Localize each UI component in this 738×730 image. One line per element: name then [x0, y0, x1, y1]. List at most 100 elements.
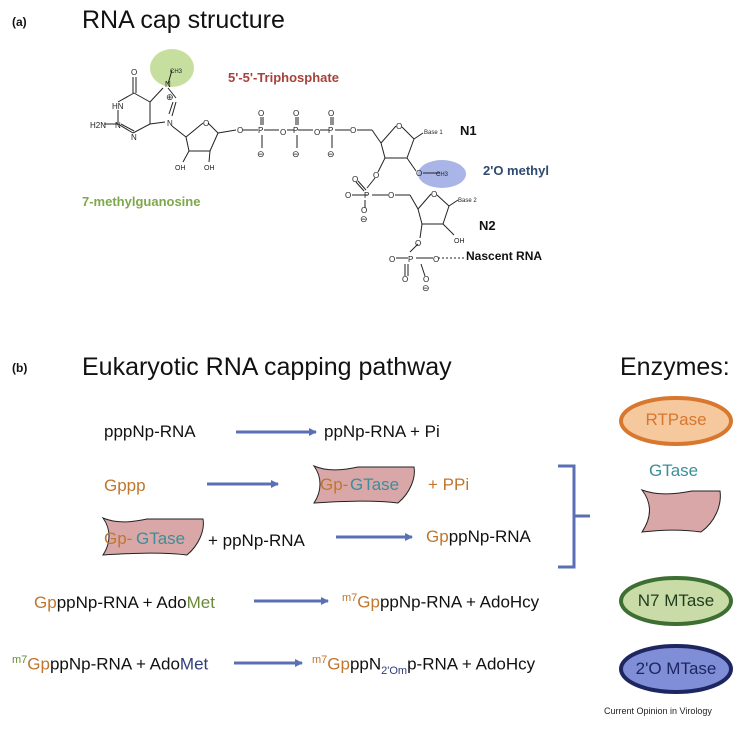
svg-text:O: O	[373, 171, 379, 180]
svg-text:N: N	[115, 121, 121, 130]
svg-text:N: N	[165, 80, 171, 89]
2o-mtase-label: 2'O MTase	[635, 659, 717, 678]
ribose-3	[409, 193, 459, 253]
ribose-1	[182, 122, 237, 163]
row3-product-rest: ppNp-RNA	[448, 527, 531, 546]
svg-text:O: O	[131, 68, 137, 77]
row5-product-rest: p-RNA + AdoHcy	[407, 654, 536, 674]
row4-product: m7GpppNp-RNA + AdoHcy	[342, 593, 539, 611]
rtpase-label: RTPase	[645, 410, 707, 429]
gtase-shape-row2	[312, 464, 415, 504]
nascent-rna-bonds	[396, 257, 464, 277]
svg-text:O: O	[431, 190, 437, 199]
row2-ppi: + PPi	[428, 475, 470, 494]
svg-text:Base 1: Base 1	[424, 130, 443, 136]
row3-product-gp: Gp	[426, 527, 449, 546]
gtase-enzyme-label: GTase	[649, 461, 699, 480]
svg-text:Base 2: Base 2	[458, 198, 477, 204]
row5-mid: ppNp-RNA + Ado	[49, 654, 180, 674]
svg-text:O: O	[280, 128, 286, 137]
row4-mid: ppNp-RNA + Ado	[56, 593, 187, 612]
gtase-shape-row3	[101, 516, 204, 556]
gtase-bracket	[558, 464, 590, 569]
svg-text:O: O	[352, 175, 358, 184]
n1-label: N1	[460, 123, 477, 138]
svg-text:N: N	[167, 119, 173, 128]
triphosphate-label: 5'-5'-Triphosphate	[228, 70, 339, 85]
svg-text:P: P	[293, 126, 298, 135]
svg-text:O: O	[433, 255, 439, 264]
row5-product-ppn: ppN	[349, 654, 382, 674]
svg-text:P: P	[258, 126, 263, 135]
n7-mtase-label: N7 MTase	[637, 591, 715, 610]
n7-mtase-enzyme-shape	[619, 576, 733, 626]
svg-text:O: O	[388, 191, 394, 200]
row1-substrate: pppNp-RNA	[104, 422, 196, 441]
svg-text:O: O	[423, 275, 429, 284]
row5-met: Met	[179, 654, 209, 674]
row3-gp: Gp-	[104, 529, 133, 548]
svg-text:P: P	[364, 191, 369, 200]
row2-substrate: Gppp	[104, 476, 146, 495]
svg-text:O: O	[350, 126, 356, 135]
atom-labels: O HN H2N N N N CH3 ⊕ N O OH OH O P O ⊖ O…	[90, 68, 477, 293]
svg-text:⊕: ⊕	[166, 92, 174, 102]
svg-text:CH3: CH3	[436, 172, 449, 178]
row3-gtase: GTase	[136, 529, 186, 548]
2o-methyl-highlight-circle	[418, 160, 466, 188]
svg-text:O: O	[416, 169, 422, 178]
row5-m7-superscript: m7	[12, 654, 28, 666]
svg-text:OH: OH	[204, 165, 215, 172]
ribose-2	[366, 125, 440, 189]
svg-text:O: O	[293, 109, 299, 118]
svg-text:O: O	[203, 119, 209, 128]
row2-gtase: GTase	[350, 475, 400, 494]
svg-text:HN: HN	[112, 102, 124, 111]
row5-product-gp: Gp	[327, 654, 350, 674]
gtase-enzyme-shape	[640, 488, 721, 533]
2o-methyl-label: 2'O methyl	[483, 163, 549, 178]
panel-b-label: (b)	[12, 361, 28, 375]
enzymes-header: Enzymes:	[620, 353, 730, 381]
svg-text:P: P	[328, 126, 333, 135]
row5-product: m7GpppN2'Omp-RNA + AdoHcy	[312, 655, 535, 677]
svg-text:H2N: H2N	[90, 121, 106, 130]
panel-a-label: (a)	[12, 15, 27, 29]
row4-met: Met	[186, 593, 215, 612]
svg-text:⊖: ⊖	[327, 149, 335, 159]
guanine-bonds	[104, 69, 187, 138]
svg-text:⊖: ⊖	[257, 149, 265, 159]
triphosphate-bonds	[243, 117, 372, 148]
svg-text:O: O	[328, 109, 334, 118]
svg-text:O: O	[389, 255, 395, 264]
nascent-rna-label: Nascent RNA	[466, 249, 543, 263]
credit-label: Current Opinion in Virology	[604, 706, 712, 716]
svg-text:O: O	[415, 239, 421, 248]
row1-product: ppNp-RNA + Pi	[324, 422, 440, 441]
rtpase-enzyme-shape	[619, 396, 733, 446]
svg-text:O: O	[396, 122, 402, 131]
panel-b-title: Eukaryotic RNA capping pathway	[82, 353, 452, 381]
svg-text:O: O	[258, 109, 264, 118]
svg-text:P: P	[408, 255, 413, 264]
svg-text:O: O	[402, 275, 408, 284]
svg-text:O: O	[314, 128, 320, 137]
svg-text:⊖: ⊖	[360, 214, 368, 224]
methylguanosine-label: 7-methylguanosine	[82, 194, 201, 209]
svg-text:OH: OH	[175, 165, 186, 172]
phosphate-link-bonds	[352, 180, 410, 208]
row4-product-rest: ppNp-RNA + AdoHcy	[379, 592, 540, 612]
row4-gp: Gp	[34, 593, 57, 612]
panel-a-title: RNA cap structure	[82, 6, 285, 34]
row5-2om-subscript: 2'Om	[381, 665, 408, 678]
row4-product-gp: Gp	[357, 592, 380, 612]
rna-cap-structure: O HN H2N N N N CH3 ⊕ N O OH OH O P O ⊖ O…	[90, 49, 477, 293]
svg-text:CH3: CH3	[170, 69, 183, 75]
svg-text:⊖: ⊖	[292, 149, 300, 159]
row4-m7-superscript: m7	[342, 592, 358, 604]
row3-ppnp-rna: + ppNp-RNA	[208, 531, 305, 550]
svg-text:O: O	[237, 126, 243, 135]
2o-mtase-enzyme-shape	[619, 644, 733, 694]
